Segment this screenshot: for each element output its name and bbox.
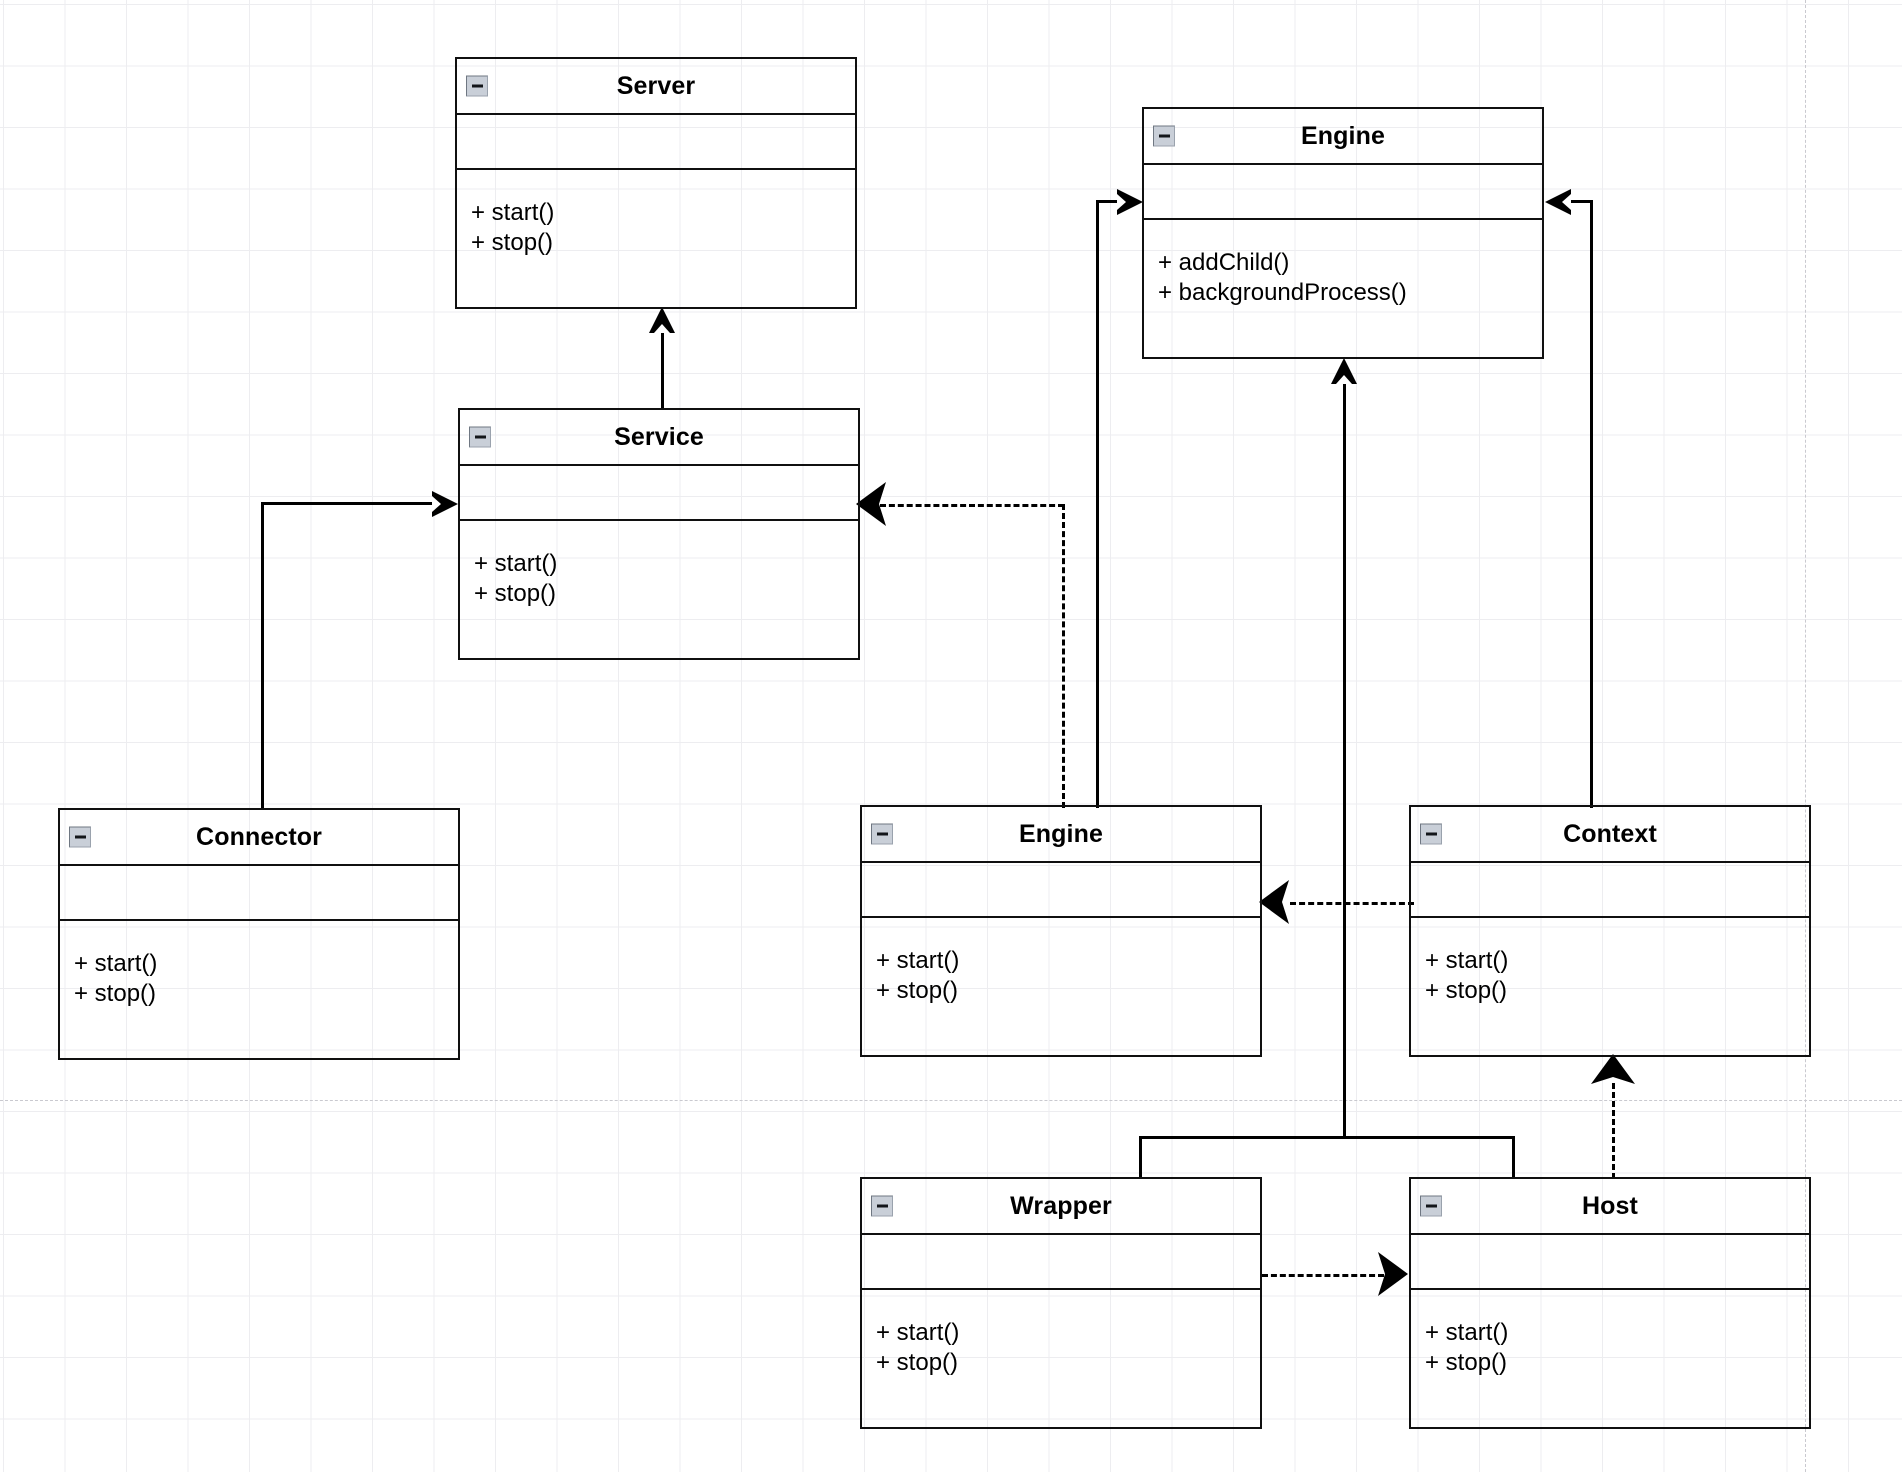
arrowhead-host-to-context — [1588, 1053, 1638, 1085]
uml-operations-engine-mid: + start() + stop() — [862, 918, 1260, 1007]
uml-operation: + stop() — [74, 980, 157, 1008]
uml-class-header-context: Context — [1411, 807, 1809, 863]
uml-operations-context: + start() + stop() — [1411, 918, 1809, 1007]
arrowhead-context-to-enginemid — [1258, 877, 1290, 927]
uml-operations-wrapper: + start() + stop() — [862, 1290, 1260, 1379]
arrowhead-notch-service-to-server — [654, 324, 670, 333]
edge-host-to-tree — [1512, 1136, 1515, 1179]
arrowhead-notch-tree-to-enginetop — [1336, 375, 1352, 384]
uml-class-name-connector: Connector — [196, 822, 322, 851]
collapse-minus-icon[interactable] — [1420, 823, 1442, 845]
uml-operations-connector: + start() + stop() — [60, 921, 458, 1010]
uml-class-header-server: Server — [457, 59, 855, 115]
uml-class-name-host: Host — [1582, 1191, 1638, 1220]
uml-operation: + start() — [876, 947, 960, 974]
uml-class-name-context: Context — [1563, 819, 1657, 848]
uml-operation: + stop() — [1425, 977, 1508, 1005]
uml-operation: + stop() — [471, 229, 554, 257]
uml-operations-host: + start() + stop() — [1411, 1290, 1809, 1379]
collapse-minus-icon[interactable] — [469, 426, 491, 448]
uml-operation: + start() — [74, 950, 158, 977]
uml-class-context[interactable]: Context + start() + stop() — [1409, 805, 1811, 1057]
uml-class-server[interactable]: Server + start() + stop() — [455, 57, 857, 309]
edge-enginemid-to-enginetop-horizontal — [1096, 200, 1124, 203]
edge-connector-to-service-horizontal — [261, 502, 439, 505]
uml-operation: + stop() — [1425, 1349, 1508, 1377]
uml-class-header-wrapper: Wrapper — [862, 1179, 1260, 1235]
edge-context-to-enginetop-horizontal — [1562, 200, 1593, 203]
edge-context-to-enginetop-vertical — [1590, 200, 1593, 808]
collapse-minus-icon[interactable] — [1153, 125, 1175, 147]
edge-tree-crossbar — [1139, 1136, 1515, 1139]
uml-class-header-engine-mid: Engine — [862, 807, 1260, 863]
uml-class-name-wrapper: Wrapper — [1010, 1191, 1112, 1220]
arrowhead-notch-connector-to-service — [432, 496, 441, 512]
uml-class-service[interactable]: Service + start() + stop() — [458, 408, 860, 660]
edge-enginemid-to-service-vertical — [1062, 504, 1065, 808]
arrowhead-wrapper-to-host — [1377, 1249, 1409, 1299]
uml-attributes-connector — [60, 866, 458, 921]
collapse-minus-icon[interactable] — [871, 823, 893, 845]
arrowhead-notch-context-to-enginetop — [1562, 194, 1571, 210]
uml-attributes-server — [457, 115, 855, 170]
uml-class-name-server: Server — [616, 71, 696, 100]
uml-operation: + start() — [1425, 947, 1509, 974]
uml-operation: + start() — [471, 199, 555, 226]
uml-class-engine-mid[interactable]: Engine + start() + stop() — [860, 805, 1262, 1057]
uml-class-name-service: Service — [614, 422, 704, 451]
collapse-minus-icon[interactable] — [466, 75, 488, 97]
uml-operations-engine-top: + addChild() + backgroundProcess() — [1144, 220, 1542, 309]
uml-attributes-engine-top — [1144, 165, 1542, 220]
uml-operation: + stop() — [876, 977, 959, 1005]
edge-host-to-context — [1612, 1083, 1615, 1179]
uml-attributes-service — [460, 466, 858, 521]
page-break-horizontal — [0, 1100, 1902, 1101]
collapse-minus-icon[interactable] — [871, 1195, 893, 1217]
uml-operation: + stop() — [876, 1349, 959, 1377]
uml-attributes-host — [1411, 1235, 1809, 1290]
uml-class-header-connector: Connector — [60, 810, 458, 866]
edge-connector-to-service-vertical — [261, 502, 264, 810]
uml-attributes-engine-mid — [862, 863, 1260, 918]
edge-tree-to-enginetop — [1343, 371, 1346, 1138]
uml-class-wrapper[interactable]: Wrapper + start() + stop() — [860, 1177, 1262, 1429]
uml-operation: + backgroundProcess() — [1158, 279, 1407, 307]
collapse-minus-icon[interactable] — [1420, 1195, 1442, 1217]
edge-wrapper-to-host — [1262, 1274, 1384, 1277]
arrowhead-enginemid-to-service — [855, 479, 887, 529]
uml-class-name-engine-top: Engine — [1301, 121, 1385, 150]
uml-class-engine-top[interactable]: Engine + addChild() + backgroundProcess(… — [1142, 107, 1544, 359]
collapse-minus-icon[interactable] — [69, 826, 91, 848]
uml-attributes-context — [1411, 863, 1809, 918]
uml-operation: + start() — [474, 550, 558, 577]
edge-enginemid-to-enginetop-vertical — [1096, 200, 1099, 808]
uml-operation: + addChild() — [1158, 249, 1290, 276]
edge-service-to-server — [661, 318, 664, 410]
edge-enginemid-to-service-horizontal — [880, 504, 1064, 507]
edge-wrapper-to-tree — [1139, 1136, 1142, 1179]
uml-class-header-host: Host — [1411, 1179, 1809, 1235]
uml-class-name-engine-mid: Engine — [1019, 819, 1103, 848]
arrowhead-notch-enginemid-to-enginetop — [1117, 194, 1126, 210]
uml-operations-server: + start() + stop() — [457, 170, 855, 259]
uml-operation: + start() — [1425, 1319, 1509, 1346]
uml-operation: + stop() — [474, 580, 557, 608]
uml-operation: + start() — [876, 1319, 960, 1346]
edge-context-to-enginemid — [1290, 902, 1414, 905]
uml-class-header-service: Service — [460, 410, 858, 466]
uml-class-header-engine-top: Engine — [1144, 109, 1542, 165]
uml-attributes-wrapper — [862, 1235, 1260, 1290]
uml-class-connector[interactable]: Connector + start() + stop() — [58, 808, 460, 1060]
uml-class-host[interactable]: Host + start() + stop() — [1409, 1177, 1811, 1429]
uml-operations-service: + start() + stop() — [460, 521, 858, 610]
